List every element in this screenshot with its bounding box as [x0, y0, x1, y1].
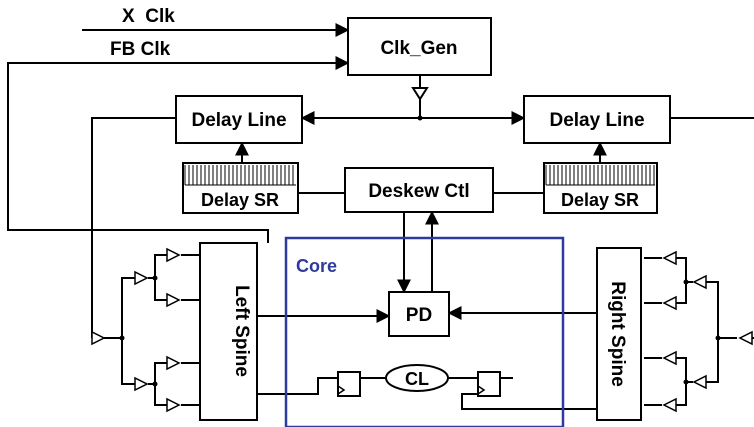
left-spine-to-ff-wire	[257, 377, 338, 395]
clkgen-buffer	[411, 87, 429, 101]
left-tree-buffer-lower	[134, 376, 149, 392]
left-leaf-buffer-a	[166, 247, 181, 263]
junction-dot	[152, 381, 158, 387]
delay-line-right-block	[523, 95, 671, 144]
clk-gen-label: Clk_Gen	[380, 38, 457, 59]
left-tree-branch-a	[148, 254, 167, 279]
left-tree-trunk-low	[121, 338, 135, 385]
ff-right-clock-mark	[477, 385, 486, 395]
pd-block	[388, 291, 450, 337]
right-tree-trunk	[706, 281, 737, 339]
right-tree-branch-d	[676, 382, 687, 406]
left-leaf-buffer-d	[166, 397, 181, 413]
left-tree-trunk	[104, 277, 135, 339]
right-spine-block	[596, 247, 642, 421]
delay-sr-left-label: Delay SR	[201, 190, 279, 210]
core-label: Core	[296, 256, 337, 276]
left-tree-branch-c	[148, 362, 167, 385]
delay-line-left-block	[175, 95, 303, 144]
right-leaf-buffer-d	[662, 397, 677, 413]
right-tree-branch-a	[676, 257, 693, 283]
delay-sr-right-ticks	[545, 165, 655, 186]
junction-dot	[152, 275, 158, 281]
fb-clk-wire	[7, 56, 350, 243]
pd-label: PD	[406, 305, 432, 326]
left-tree-branch-b	[154, 278, 167, 301]
right-tree-buffer-lower	[692, 374, 707, 390]
right-tree-root-buffer	[738, 330, 753, 346]
x-clk-label: X Clk	[122, 6, 175, 27]
clk-gen-block	[347, 17, 492, 76]
cl-block	[385, 364, 449, 392]
junction-dot	[715, 335, 721, 341]
right-tree-buffer-upper	[692, 274, 707, 290]
fb-clk-label: FB Clk	[110, 39, 171, 60]
left-leaf-buffer-c	[166, 355, 181, 371]
junction-dot	[683, 279, 689, 285]
right-leaf-buffer-c	[662, 350, 677, 366]
ff-left-clock-mark	[337, 385, 346, 395]
left-leaf-buffer-b	[166, 292, 181, 308]
delay-sr-left-ticks	[184, 165, 296, 186]
left-spine-block	[199, 242, 258, 421]
right-leaf-buffer-b	[662, 295, 677, 311]
right-spine-label: Right Spine	[607, 281, 628, 387]
right-tree-branch-b	[676, 282, 687, 304]
right-tree-trunk-low	[706, 338, 719, 383]
right-spine-to-ff-wire	[461, 393, 597, 410]
left-spine-label: Left Spine	[231, 285, 252, 377]
cl-label: CL	[405, 369, 429, 389]
junction-dot	[417, 115, 423, 121]
right-leaf-buffer-a	[662, 250, 677, 266]
left-tree-root-buffer	[91, 330, 106, 346]
junction-dot	[119, 335, 125, 341]
left-delay-out-wire	[91, 117, 176, 338]
deskew-ctl-block	[344, 167, 494, 213]
left-tree-branch-d	[154, 384, 167, 406]
core-region	[284, 236, 565, 427]
delay-line-left-label: Delay Line	[191, 110, 286, 131]
right-tree-branch-c	[676, 357, 693, 383]
delay-line-right-label: Delay Line	[549, 110, 644, 131]
delay-sr-right-label: Delay SR	[561, 190, 639, 210]
left-tree-buffer-upper	[134, 270, 149, 286]
deskew-ctl-label: Deskew Ctl	[368, 181, 469, 202]
junction-dot	[683, 379, 689, 385]
